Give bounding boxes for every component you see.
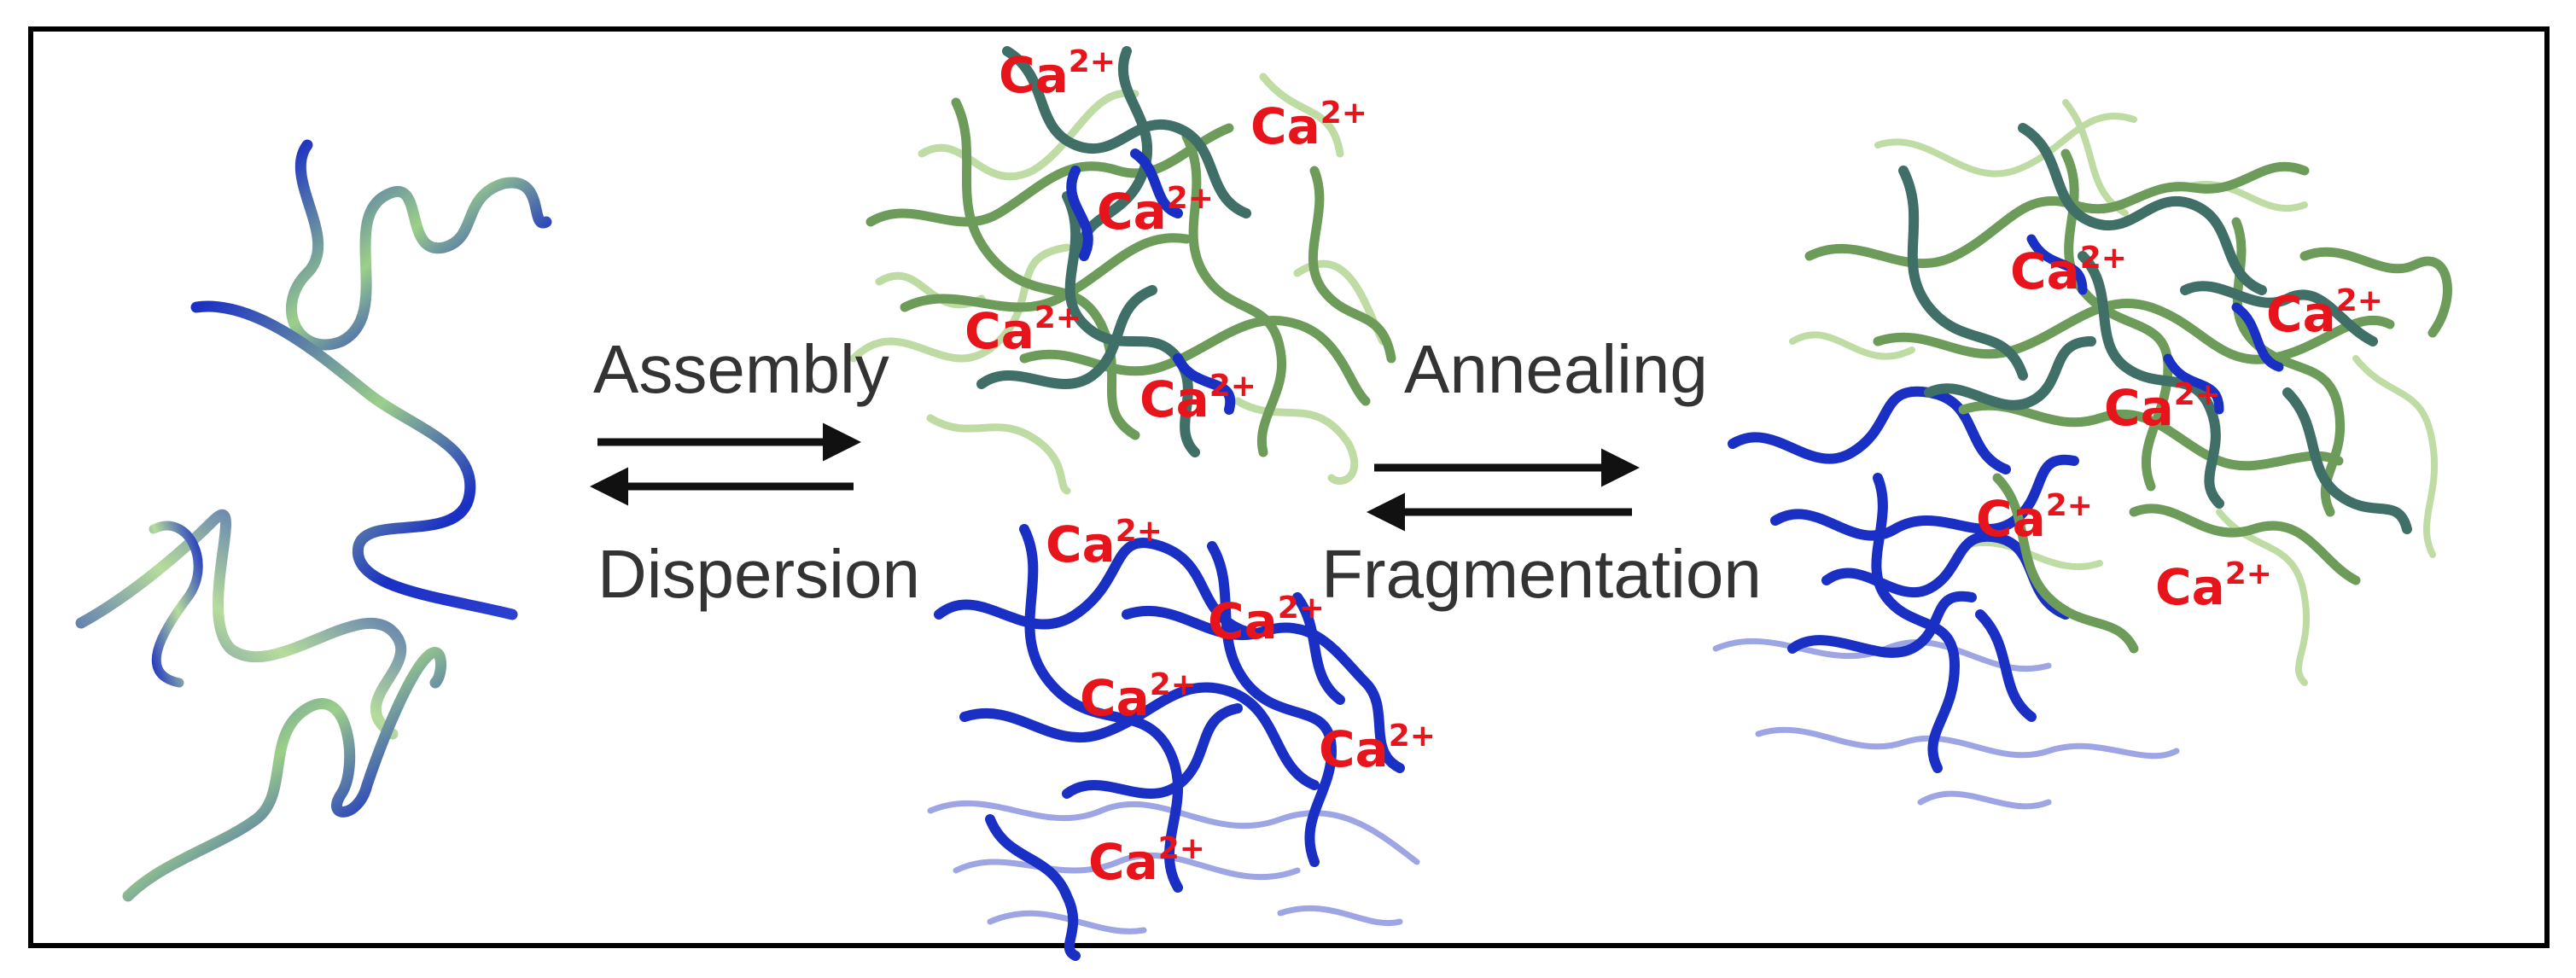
calcium-ion-label: Ca2+ (1080, 667, 1197, 727)
calcium-network-blue (927, 524, 1420, 961)
calcium-ion-label: Ca2+ (1319, 719, 1436, 778)
calcium-network-green (849, 46, 1396, 495)
calcium-ion-label: Ca2+ (1208, 591, 1325, 650)
annealing-label: Annealing (1404, 331, 1708, 407)
calcium-ion-label: Ca2+ (2010, 241, 2127, 300)
calcium-ion-label: Ca2+ (1097, 181, 1214, 241)
assembly-label: Assembly (593, 331, 889, 407)
calcium-ion-label: Ca2+ (2266, 283, 2383, 343)
calcium-ion-label: Ca2+ (2155, 556, 2272, 616)
calcium-ion-label: Ca2+ (965, 300, 1081, 360)
annealed-network (1712, 99, 2452, 810)
free-chains (75, 139, 552, 902)
calcium-ion-label: Ca2+ (1250, 96, 1367, 155)
assembly-arrows (590, 422, 861, 506)
calcium-ion-label: Ca2+ (1139, 369, 1256, 428)
calcium-ion-label: Ca2+ (999, 44, 1116, 104)
calcium-ion-label: Ca2+ (1046, 514, 1163, 573)
dispersion-label: Dispersion (597, 536, 920, 612)
fragmentation-label: Fragmentation (1321, 536, 1762, 612)
calcium-ion-label: Ca2+ (1088, 831, 1205, 891)
annealing-arrows (1367, 448, 1640, 532)
calcium-ion-labels: Ca2+ Ca2+ Ca2+ Ca2+ Ca2+ Ca2+ Ca2+ Ca2+ … (965, 44, 2383, 891)
calcium-ion-label: Ca2+ (1976, 488, 2093, 548)
calcium-ion-label: Ca2+ (2104, 377, 2221, 437)
diagram-frame (28, 26, 2550, 948)
